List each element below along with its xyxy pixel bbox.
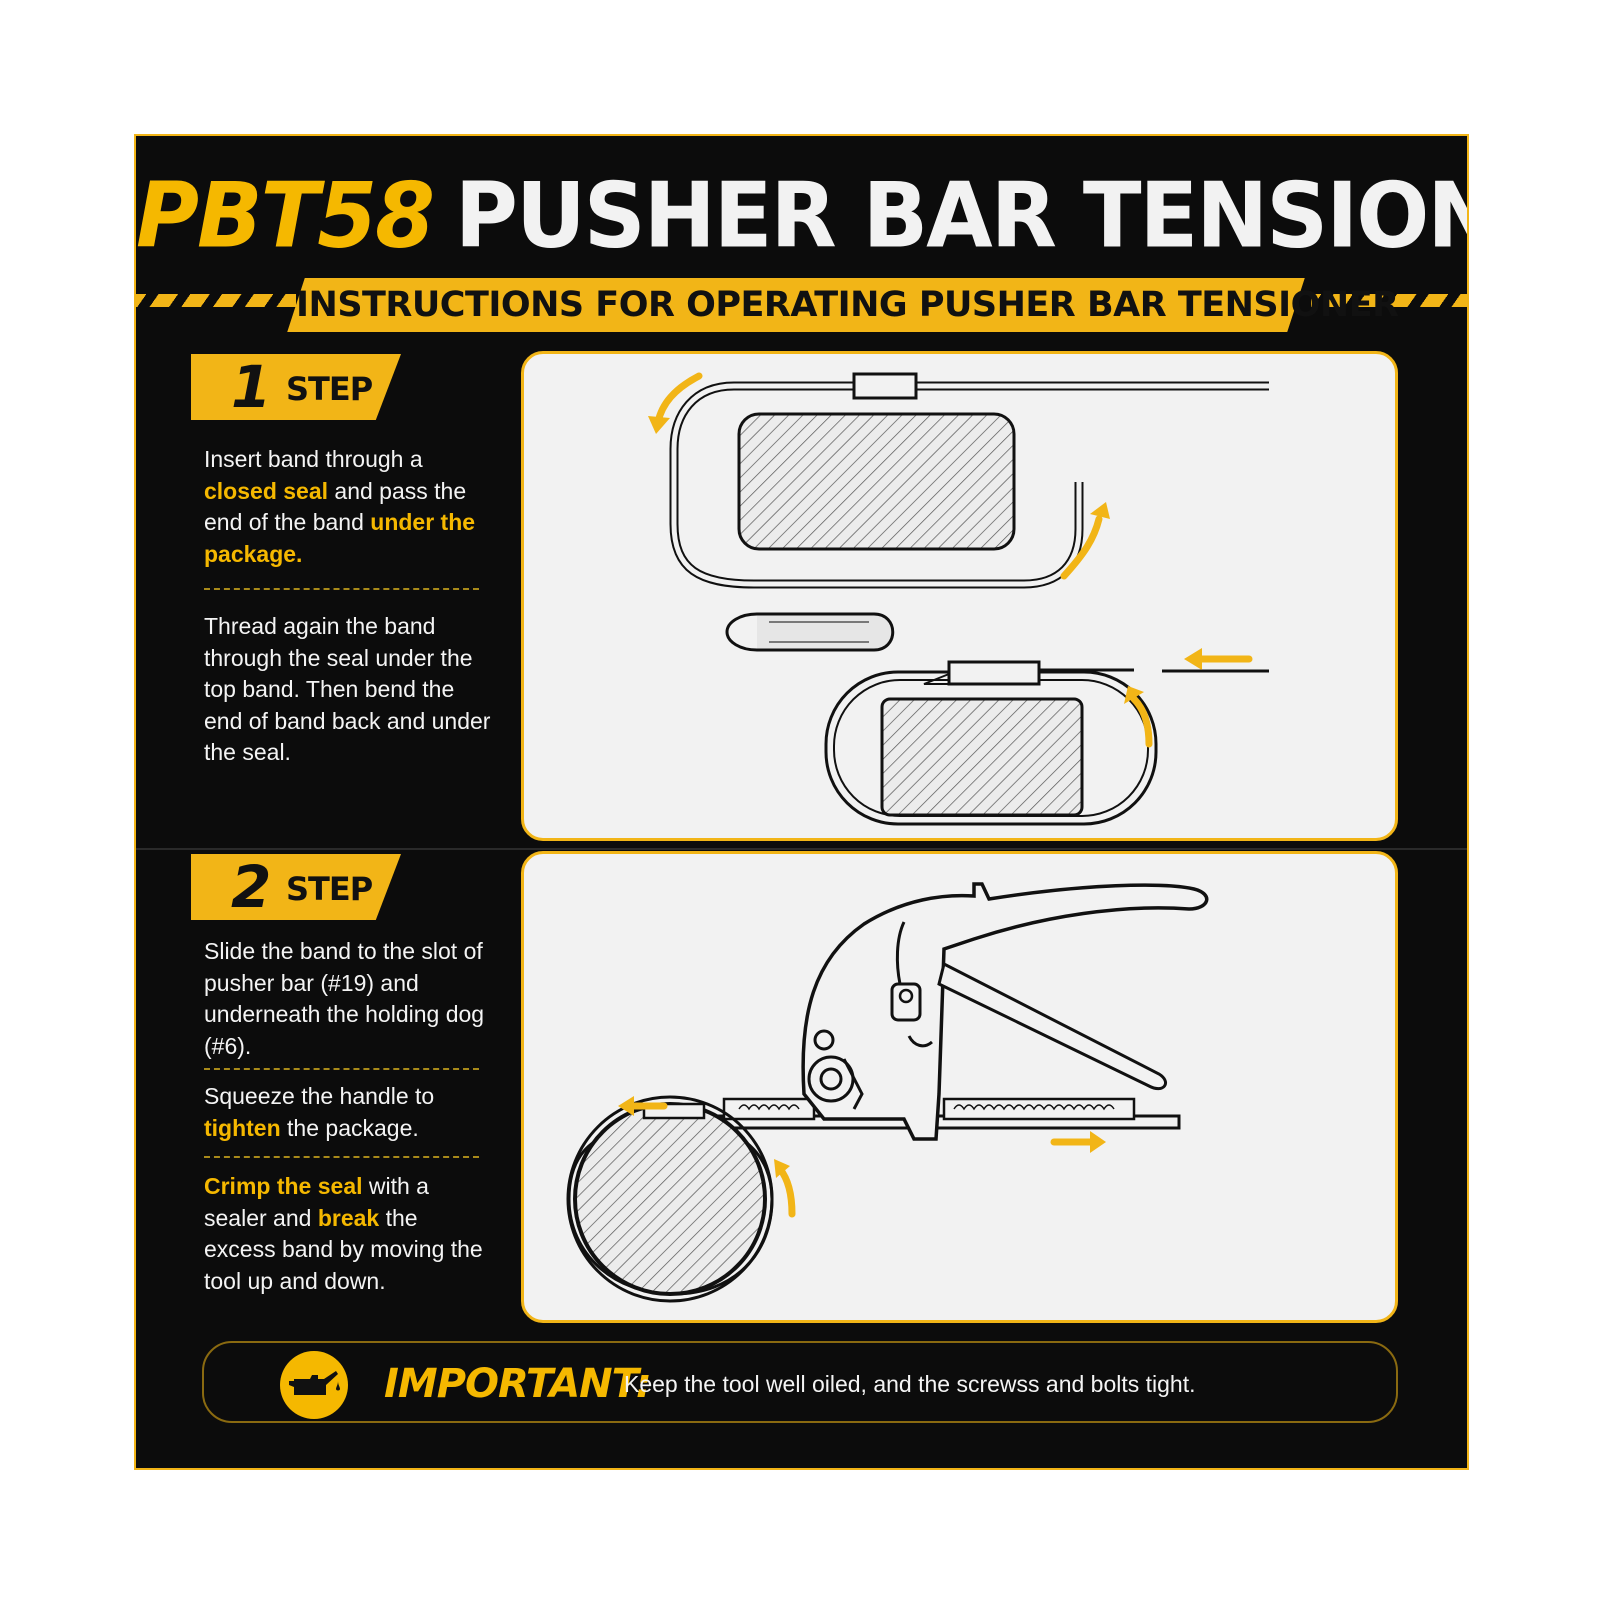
seal <box>852 372 918 400</box>
step-2-text-b: Squeeze the handle to tighten the packag… <box>204 1081 494 1144</box>
oil-can-icon <box>280 1351 348 1419</box>
step-1-badge: 1 STEP <box>191 354 401 420</box>
highlight-text: Crimp the seal <box>204 1173 363 1199</box>
step-2-illustration <box>521 851 1398 1323</box>
step-1-divider <box>204 588 479 590</box>
body-text: Slide the band to the slot of pusher bar… <box>204 938 485 1059</box>
package-top <box>737 412 1016 551</box>
step-1-text-b: Thread again the band through the seal u… <box>204 611 494 769</box>
round-package <box>573 1102 767 1296</box>
step-2-divider-2 <box>204 1156 479 1158</box>
step-2-label: STEP <box>286 870 373 908</box>
highlight-text: tighten <box>204 1114 281 1141</box>
important-label: IMPORTANT: <box>384 1361 652 1407</box>
step-2-badge: 2 STEP <box>191 854 401 920</box>
highlight-text: under the package. <box>204 509 476 567</box>
step-1-label: STEP <box>286 370 373 408</box>
tensioner-tool-diagram <box>566 882 1209 1303</box>
band-seal-diagram <box>648 372 1269 826</box>
step-2-text-c: Crimp the seal with a sealer and break t… <box>204 1171 494 1297</box>
package-bottom <box>880 697 1084 817</box>
hazard-stripe-right <box>1311 294 1467 307</box>
step-1-number: 1 <box>231 353 272 421</box>
section-divider <box>136 848 1467 850</box>
body-text: Insert band through <box>204 446 410 472</box>
body-text: the package. <box>280 1114 419 1141</box>
step-2-text-a: Slide the band to the slot of pusher bar… <box>204 936 494 1062</box>
arrow-icon <box>654 372 1253 748</box>
important-text: Keep the tool well oiled, and the screws… <box>624 1371 1196 1397</box>
body-text: Squeeze the handle to <box>204 1083 435 1109</box>
body-text: and pass the end of the band <box>204 477 467 536</box>
body-text: a <box>409 446 423 472</box>
highlight-text: break <box>317 1204 380 1231</box>
step-2-divider-1 <box>204 1068 479 1070</box>
important-notice: IMPORTANT: Keep the tool well oiled, and… <box>202 1341 1398 1423</box>
body-text: Thread again the band through the seal u… <box>204 613 491 765</box>
product-code: PBT58 <box>136 163 435 269</box>
step-1-text-a: Insert band through a closed seal and pa… <box>204 444 494 570</box>
step-2-number: 2 <box>231 853 272 921</box>
subtitle: INSTRUCTIONS FOR OPERATING PUSHER BAR TE… <box>296 285 1399 325</box>
body-text: with a sealer and <box>204 1173 429 1231</box>
highlight-text: closed seal <box>204 477 329 504</box>
hazard-stripe-left <box>136 294 296 307</box>
step-1-illustration <box>521 351 1398 841</box>
body-text: the excess band by moving the tool up an… <box>204 1204 483 1294</box>
product-title: PUSHER BAR TENSIONER <box>454 163 1467 269</box>
